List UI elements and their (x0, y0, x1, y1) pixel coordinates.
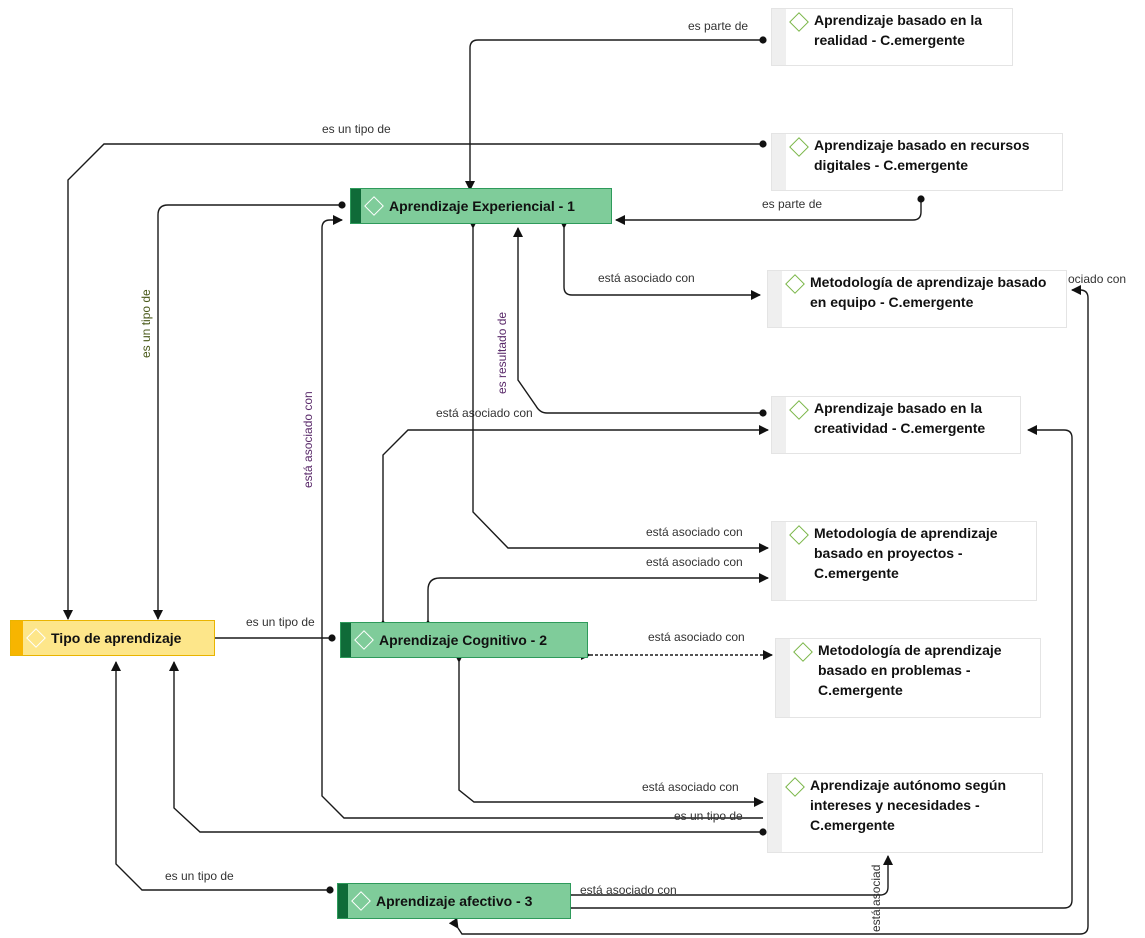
node-label: Tipo de aprendizaje (51, 630, 182, 646)
diamond-icon (351, 891, 371, 911)
edge-label-asociado-equipo: está asociado con (598, 271, 695, 285)
edge-afectivo-tipo[interactable] (111, 661, 334, 894)
node-recursos[interactable]: Aprendizaje basado en recursos digitales… (771, 133, 1063, 191)
edge-recursos-tipo[interactable] (63, 140, 767, 620)
node-stripe (772, 134, 786, 190)
edge-label-asociado-problemas: está asociado con (648, 630, 745, 644)
edge-cognitivo-proyectos[interactable] (423, 573, 769, 629)
node-stripe (772, 397, 786, 453)
edge-creatividad-experiencial[interactable] (513, 227, 767, 417)
node-cognitivo[interactable]: Aprendizaje Cognitivo - 2 (340, 622, 588, 658)
edge-label-es-resultado-de: es resultado de (495, 312, 509, 394)
node-label: Aprendizaje afectivo - 3 (376, 893, 533, 909)
edge-label-es-un-tipo-de-cognitivo: es un tipo de (246, 615, 315, 629)
edge-label-es-parte-de: es parte de (688, 19, 748, 33)
edge-label-es-un-tipo-de: es un tipo de (322, 122, 391, 136)
node-autonomo[interactable]: Aprendizaje autónomo según intereses y n… (767, 773, 1043, 853)
edge-recursos-experiencial[interactable] (615, 195, 925, 225)
diamond-icon (793, 642, 813, 662)
node-label: Aprendizaje Cognitivo - 2 (379, 632, 548, 648)
node-stripe (11, 621, 23, 655)
node-label: Aprendizaje basado en la creatividad - C… (814, 400, 986, 436)
diamond-icon (364, 196, 384, 216)
diamond-icon (789, 137, 809, 157)
node-stripe (351, 189, 361, 223)
node-stripe (772, 522, 786, 600)
node-stripe (341, 623, 351, 657)
edge-label-es-parte-de-recursos: es parte de (762, 197, 822, 211)
node-label: Aprendizaje basado en la realidad - C.em… (814, 12, 983, 48)
diamond-icon (785, 274, 805, 294)
node-stripe (768, 271, 782, 327)
diamond-icon (26, 628, 46, 648)
edge-label-asociado-afectivo: está asociado con (580, 883, 677, 897)
node-realidad[interactable]: Aprendizaje basado en la realidad - C.em… (771, 8, 1013, 66)
diamond-icon (789, 525, 809, 545)
edge-label-asociado-equipo-right: ociado con (1068, 272, 1126, 286)
edge-label-es-un-tipo-de-vertical: es un tipo de (139, 289, 153, 358)
node-label: Metodología de aprendizaje basado en equ… (810, 274, 1047, 310)
node-label: Aprendizaje autónomo según intereses y n… (810, 777, 1007, 833)
edge-afectivo-equipo[interactable] (448, 285, 1089, 935)
node-stripe (776, 639, 790, 717)
node-problemas[interactable]: Metodología de aprendizaje basado en pro… (775, 638, 1041, 718)
node-afectivo[interactable]: Aprendizaje afectivo - 3 (337, 883, 571, 919)
node-stripe (338, 884, 348, 918)
edge-autonomo-tipo[interactable] (169, 661, 767, 836)
node-label: Metodología de aprendizaje basado en pro… (818, 642, 1002, 698)
node-label: Metodología de aprendizaje basado en pro… (814, 525, 998, 581)
edge-label-es-un-tipo-de-afectivo: es un tipo de (165, 869, 234, 883)
diamond-icon (785, 777, 805, 797)
edge-realidad-experiencial[interactable] (465, 36, 767, 191)
edge-label-asociado-proyectos-1: está asociado con (646, 525, 743, 539)
node-tipo-de-aprendizaje[interactable]: Tipo de aprendizaje (10, 620, 215, 656)
edge-label-asociado-proyectos-2: está asociado con (646, 555, 743, 569)
node-equipo[interactable]: Metodología de aprendizaje basado en equ… (767, 270, 1067, 328)
diamond-icon (789, 400, 809, 420)
diamond-icon (354, 630, 374, 650)
node-label: Aprendizaje Experiencial - 1 (389, 198, 575, 214)
edge-label-asociad-vertical: está asociad (869, 865, 883, 932)
node-stripe (772, 9, 786, 65)
node-label: Aprendizaje basado en recursos digitales… (814, 137, 1030, 173)
edge-afectivo-creatividad[interactable] (563, 425, 1073, 913)
edge-label-asociado-creatividad: está asociado con (436, 406, 533, 420)
edge-label-asociado-vertical: está asociado con (301, 391, 315, 488)
node-stripe (768, 774, 782, 852)
edge-experiencial-tipo[interactable] (153, 201, 346, 620)
edge-label-es-un-tipo-de-autonomo: es un tipo de (674, 809, 743, 823)
diamond-icon (789, 12, 809, 32)
edge-autonomo-experiencial[interactable] (321, 215, 763, 819)
node-proyectos[interactable]: Metodología de aprendizaje basado en pro… (771, 521, 1037, 601)
node-experiencial[interactable]: Aprendizaje Experiencial - 1 (350, 188, 612, 224)
node-creatividad[interactable]: Aprendizaje basado en la creatividad - C… (771, 396, 1021, 454)
edge-label-asociado-autonomo: está asociado con (642, 780, 739, 794)
